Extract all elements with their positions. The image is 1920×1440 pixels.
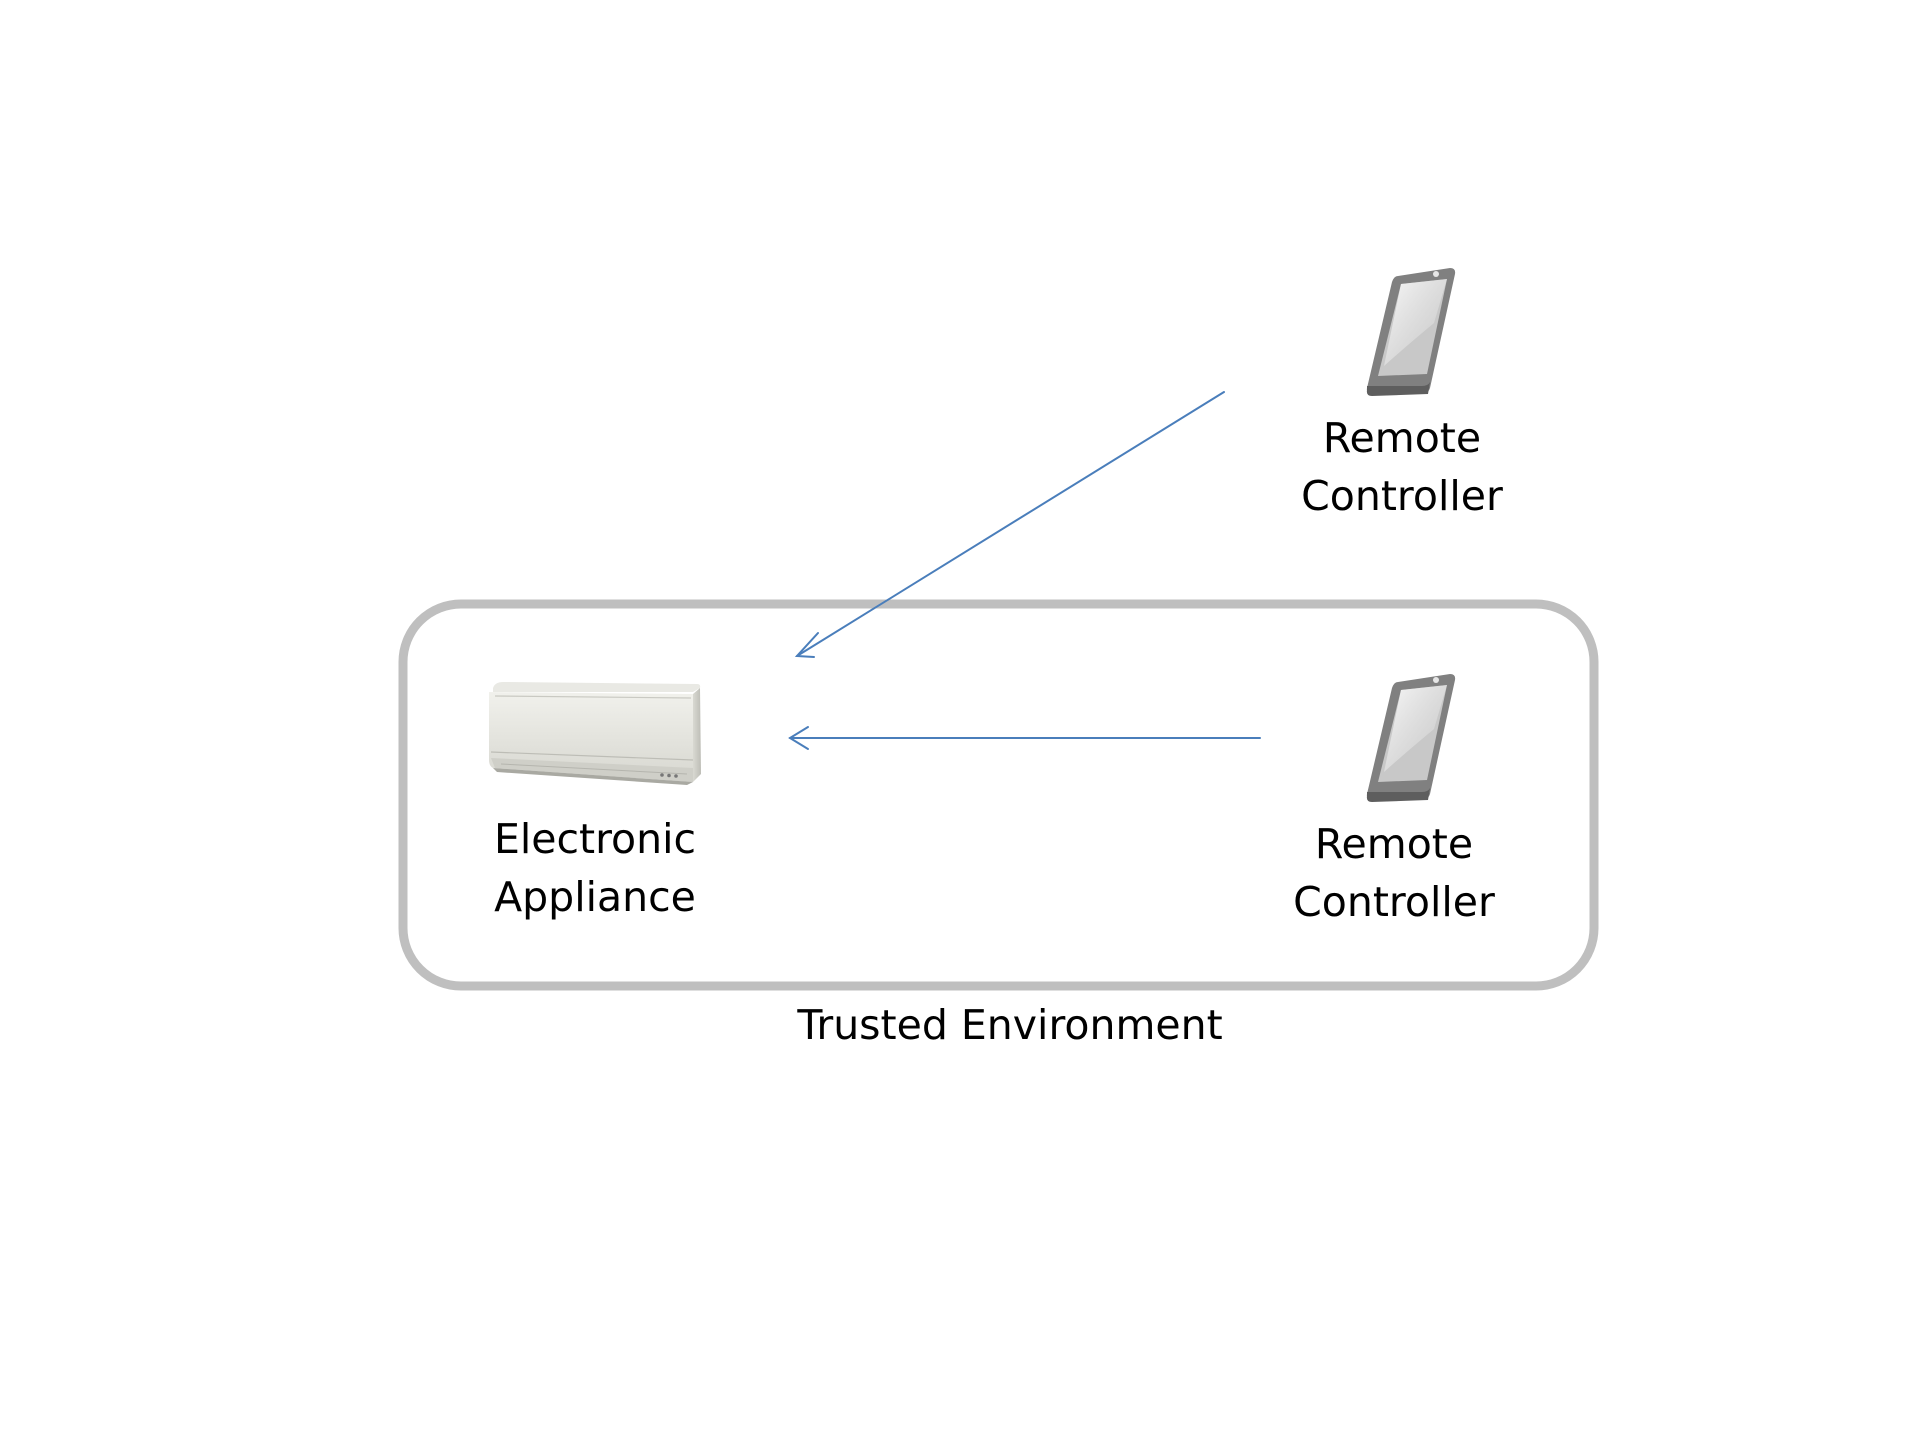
electronic-appliance-label-line2: Appliance bbox=[494, 873, 696, 921]
arrow-remote-inner-to-appliance bbox=[788, 726, 1261, 750]
remote-controller-inner-label-line2: Controller bbox=[1293, 878, 1495, 926]
air-conditioner-icon bbox=[489, 682, 701, 785]
remote-controller-inner-label: Remote Controller bbox=[1254, 815, 1534, 931]
trusted-environment-label: Trusted Environment bbox=[797, 1001, 1223, 1049]
smartphone-icon bbox=[1366, 674, 1456, 802]
remote-controller-top-label-line1: Remote bbox=[1322, 414, 1482, 462]
electronic-appliance-label-line1: Electronic bbox=[493, 815, 697, 863]
remote-controller-inner-label-line1: Remote bbox=[1314, 820, 1474, 868]
remote-controller-top-label-line2: Controller bbox=[1301, 472, 1503, 520]
electronic-appliance-label: Electronic Appliance bbox=[450, 810, 740, 926]
remote-controller-top-label: Remote Controller bbox=[1262, 409, 1542, 525]
smartphone-icon bbox=[1366, 268, 1456, 396]
arrow-remote-top-to-appliance bbox=[794, 391, 1225, 658]
trusted-environment-boundary bbox=[398, 599, 1599, 991]
